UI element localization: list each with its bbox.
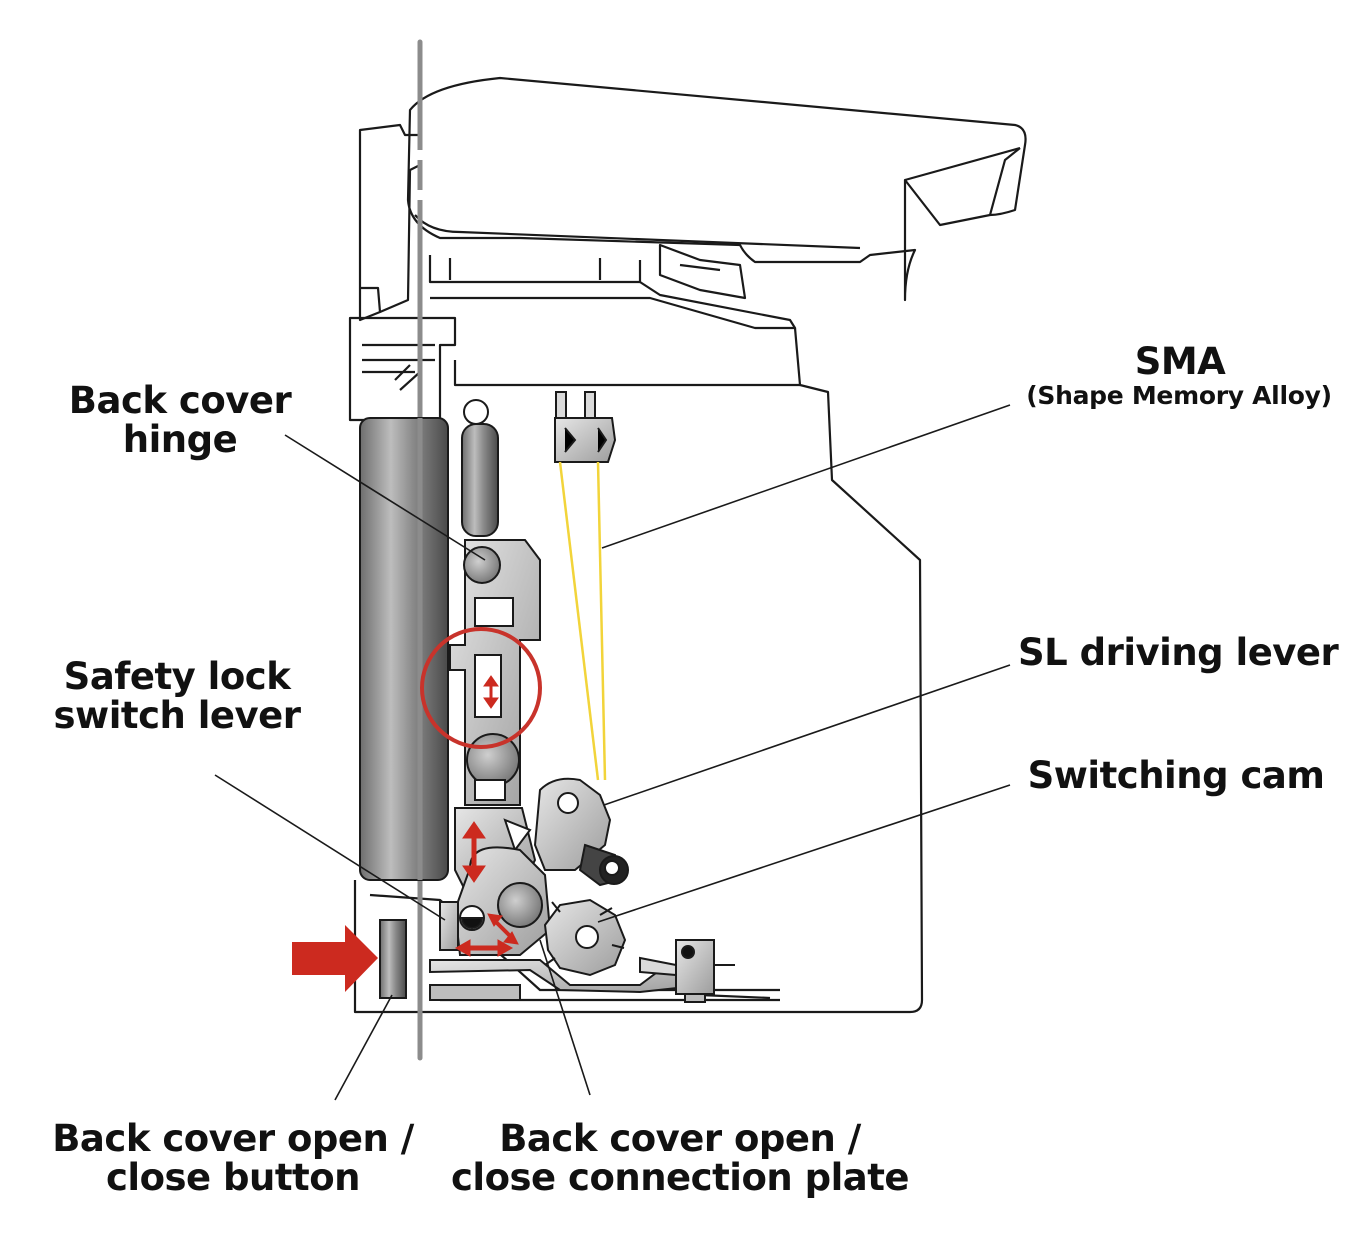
highlight-circle — [420, 627, 542, 749]
printer-body — [348, 76, 1027, 1014]
label-switching-cam: Switching cam — [1027, 754, 1325, 797]
sma-actuator — [554, 391, 617, 463]
label-sma: SMA — [1134, 340, 1226, 383]
label-back-cover-button: Back cover open / close button — [52, 1117, 414, 1199]
leader-connection-plate — [539, 939, 591, 1096]
leader-back-cover-button — [334, 994, 393, 1101]
motion-arrows — [292, 675, 519, 992]
lower-mechanism — [379, 777, 735, 1003]
label-back-cover-hinge: Back cover hinge — [68, 379, 292, 461]
back-cover-cylinder — [359, 417, 449, 881]
leader-safety-lock-lever — [214, 774, 446, 921]
label-connection-plate: Back cover open / close connection plate — [450, 1117, 910, 1199]
leader-sl-driving-lever — [603, 664, 1011, 806]
label-safety-lock-switch-lever: Safety lock switch lever — [53, 655, 301, 737]
label-sma-full: (Shape Memory Alloy) — [1026, 381, 1332, 410]
leader-back-cover-hinge — [284, 434, 486, 561]
leader-switching-cam — [597, 784, 1011, 923]
leader-sma — [601, 404, 1011, 549]
sma-wire — [558, 461, 607, 781]
label-sl-driving-lever: SL driving lever — [1018, 631, 1339, 674]
leader-lines — [214, 404, 1011, 1101]
